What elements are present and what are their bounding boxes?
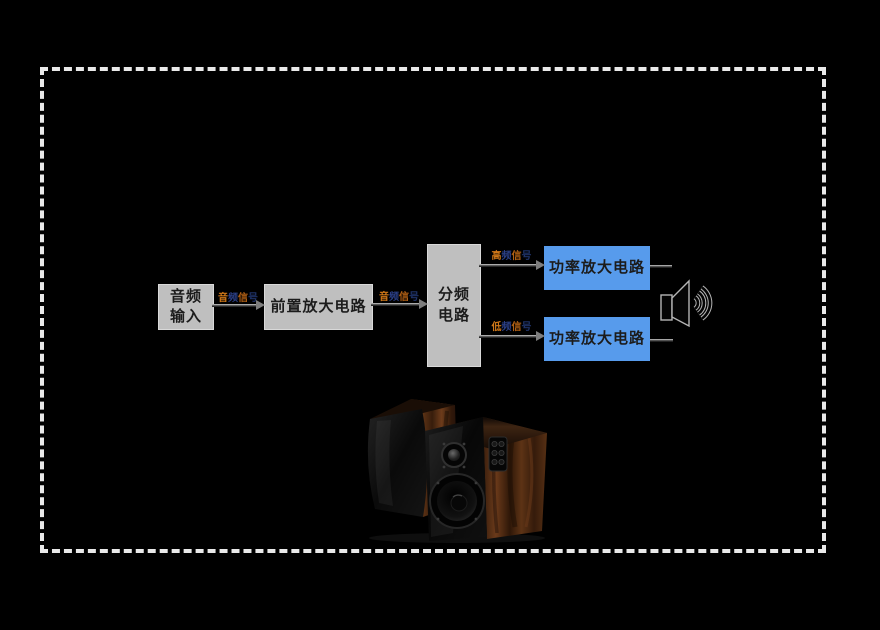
output-wire-bottom — [650, 339, 673, 342]
signal-label-2: 音频信号 — [379, 292, 419, 303]
arrow-head-icon — [536, 331, 545, 341]
right-speaker — [425, 417, 547, 541]
loudspeaker-icon — [660, 279, 713, 328]
dashed-frame — [40, 67, 826, 553]
arrow-shaft — [479, 335, 538, 338]
signal-arrow-3 — [479, 260, 545, 270]
output-wire-top — [650, 265, 672, 268]
block-crossover: 分频 电路 — [427, 244, 481, 367]
arrow-shaft — [371, 303, 421, 306]
block-power-amp-top: 功率放大电路 — [544, 246, 650, 290]
signal-label-4: 低频信号 — [491, 322, 532, 333]
arrow-shaft — [212, 304, 258, 307]
block-preamp: 前置放大电路 — [264, 284, 373, 330]
arrow-head-icon — [256, 300, 265, 310]
block-audio-input: 音频 输入 — [158, 284, 214, 330]
arrow-shaft — [479, 264, 538, 267]
arrow-head-icon — [536, 260, 545, 270]
speakers-photo — [367, 399, 547, 543]
block-power-amp-bottom: 功率放大电路 — [544, 317, 650, 361]
signal-arrow-2 — [371, 299, 428, 309]
signal-label-1: 音频信号 — [218, 293, 258, 304]
signal-arrow-4 — [479, 331, 545, 341]
signal-label-3: 高频信号 — [491, 251, 532, 262]
arrow-head-icon — [419, 299, 428, 309]
signal-arrow-1 — [212, 300, 265, 310]
